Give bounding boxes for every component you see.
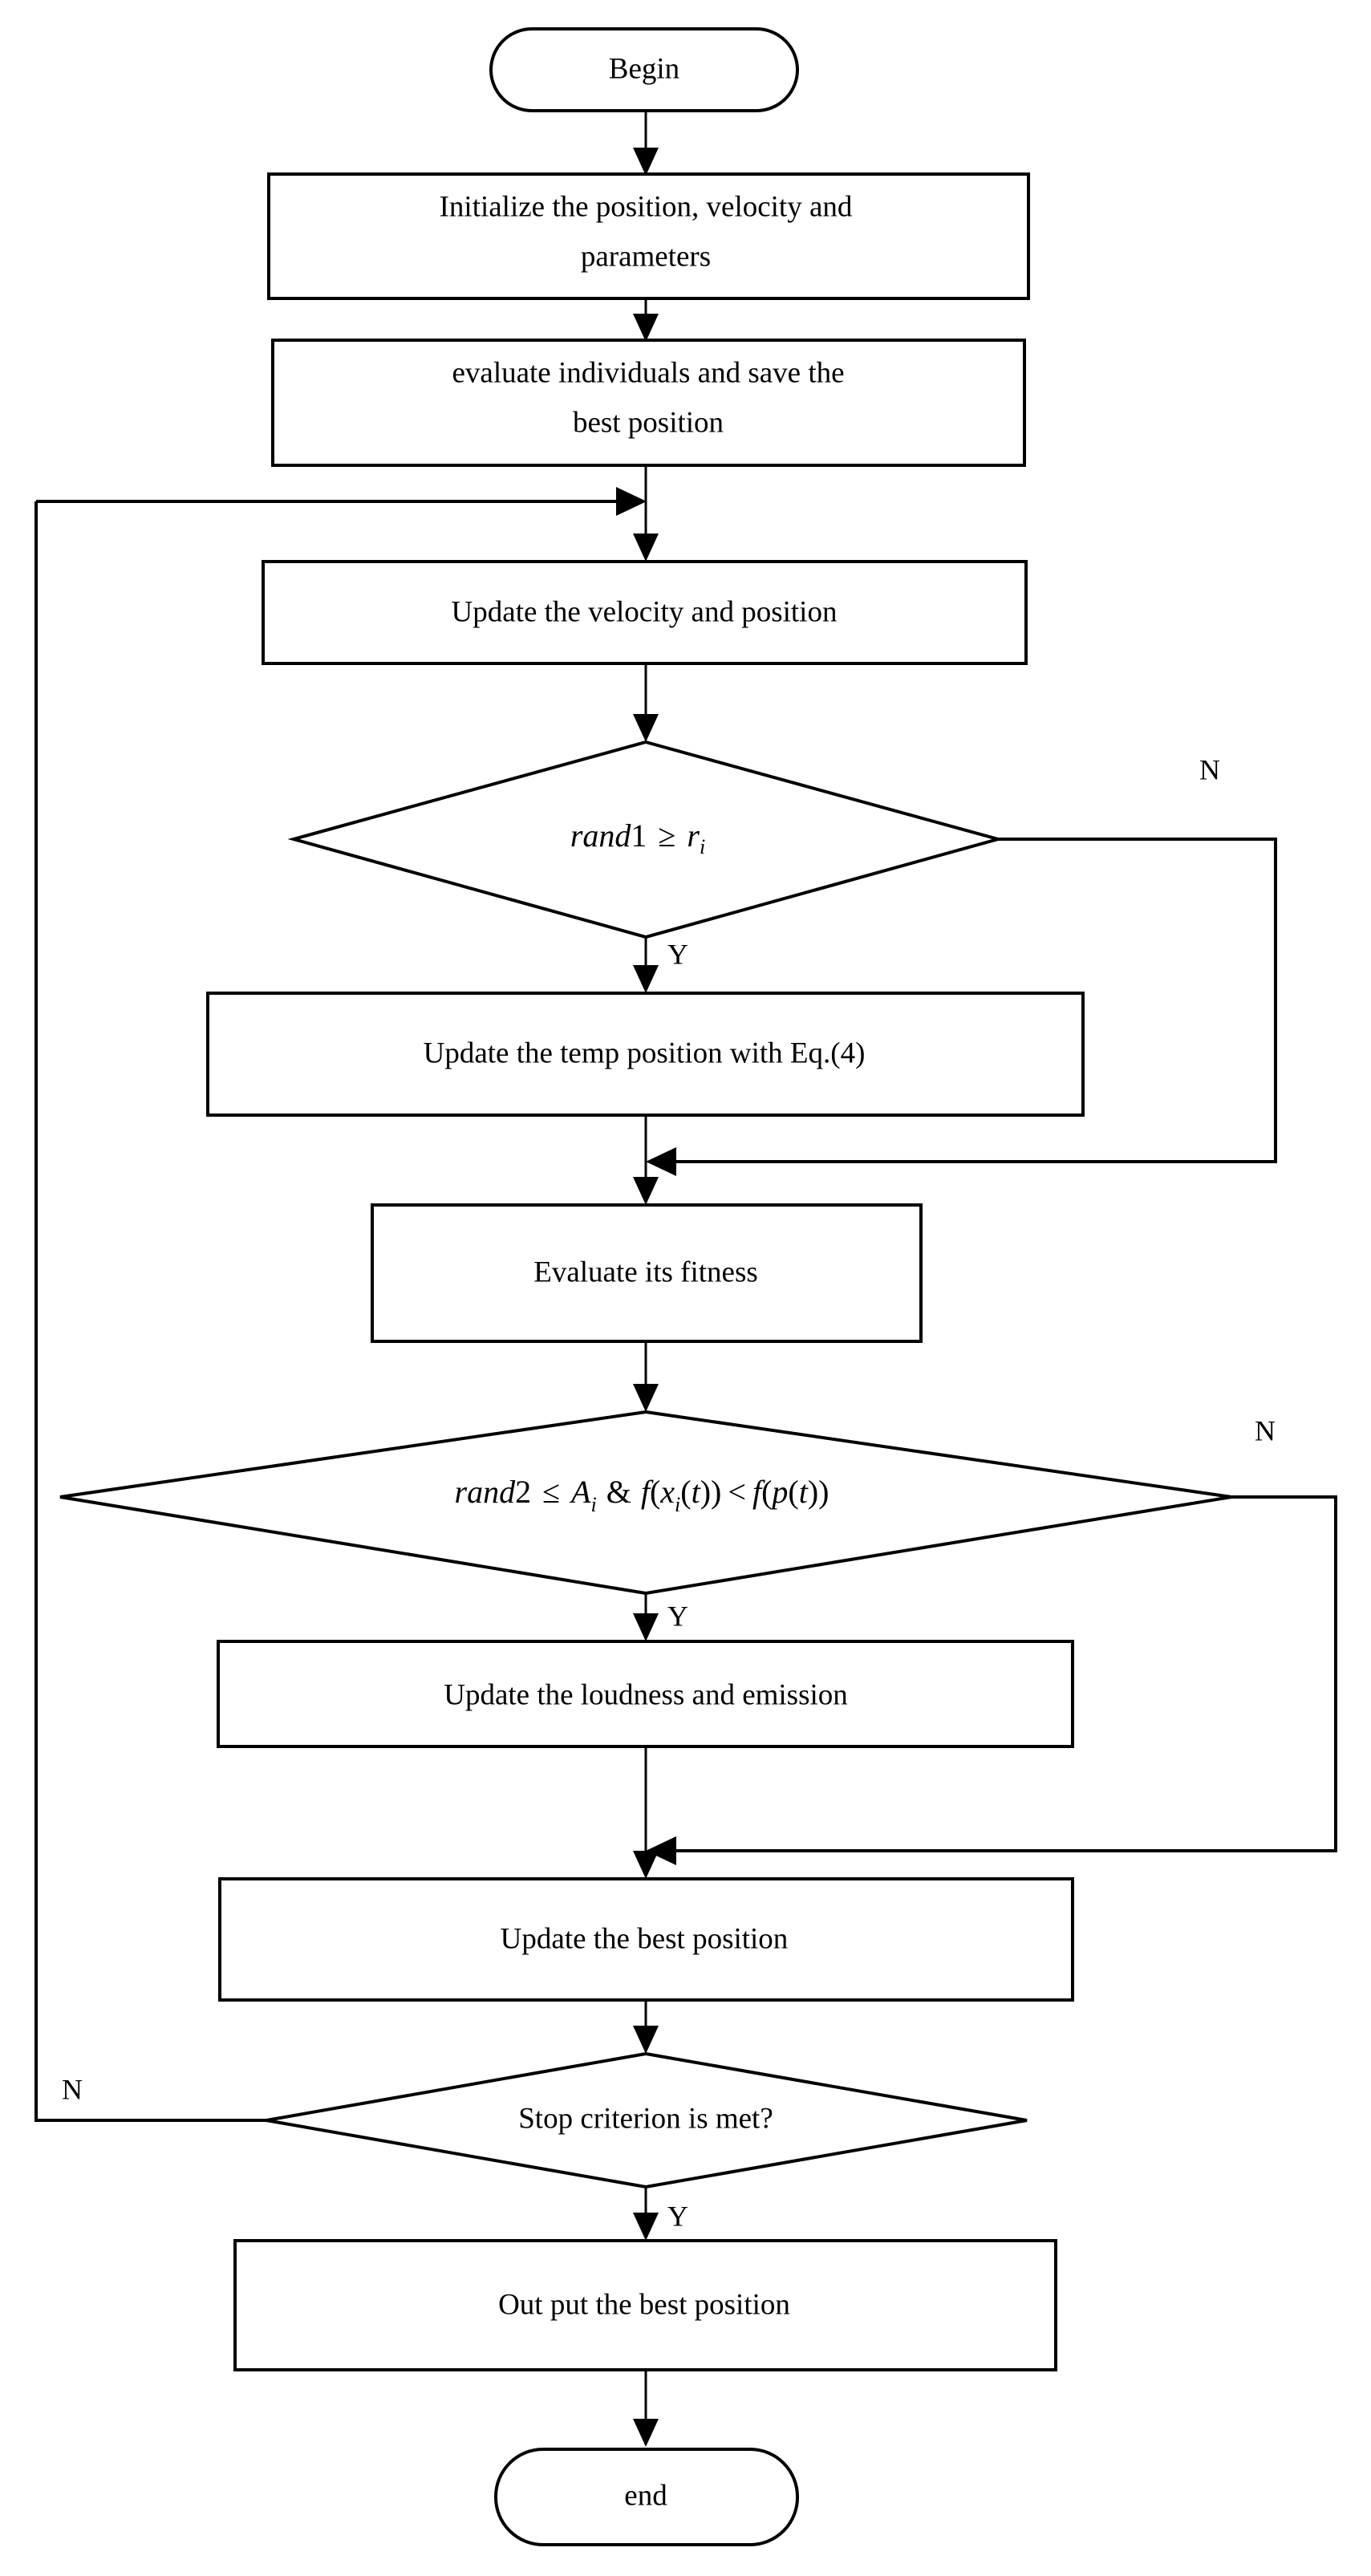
node-decision-stop-criterion[interactable]: Stop criterion is met? [266,2051,1028,2189]
node-decision-rand1[interactable]: rand1≥ri [287,740,1004,939]
node-decision-rand2[interactable]: rand2≤Ai&f(xi(t))<f(p(t)) [59,1410,1232,1596]
branch-label-cond2-yes: Y [667,1600,688,1632]
connector-cond1-yes-branch [633,937,659,993]
node-end-label: end [624,2479,667,2512]
node-output-best-position-label: Out put the best position [498,2288,790,2321]
node-update-temp-position-label: Update the temp position with Eq.(4) [424,1036,866,1069]
node-decision-rand1-formula: rand1≥ri [570,817,705,858]
node-evaluate-individuals-label-line2: best position [573,406,724,439]
connector-updatebest-to-cond3 [633,2000,659,2054]
node-decision-rand2-formula: rand2≤Ai&f(xi(t))<f(p(t)) [455,1474,829,1516]
node-initialize[interactable]: Initialize the position, velocity and pa… [267,172,1030,300]
branch-label-cond1-yes: Y [667,938,688,970]
node-evaluate-its-fitness-label: Evaluate its fitness [533,1256,758,1288]
node-update-temp-position[interactable]: Update the temp position with Eq.(4) [206,992,1085,1117]
connector-begin-to-init [633,111,659,176]
node-evaluate-its-fitness[interactable]: Evaluate its fitness [371,1203,923,1343]
connector-loopback-into-spine [36,487,647,516]
branch-label-cond1-no: N [1199,753,1220,785]
connector-cond3-yes-branch [633,2187,659,2241]
branch-label-cond2-no: N [1255,1414,1276,1446]
node-decision-stop-criterion-label: Stop criterion is met? [518,2102,773,2135]
node-evaluate-individuals[interactable]: evaluate individuals and save the best p… [271,339,1026,467]
connector-updatetemp-to-evalfit [633,1115,659,1205]
node-update-velocity-position-label: Update the velocity and position [452,595,838,628]
connector-init-to-evaluate [633,298,659,342]
node-end[interactable]: end [494,2448,799,2546]
connector-updateloud-to-updatebest [633,1746,659,1879]
node-update-best-position[interactable]: Update the best position [218,1877,1074,2002]
node-initialize-label-line1: Initialize the position, velocity and [440,190,853,223]
node-evaluate-individuals-label-line1: evaluate individuals and save the [452,356,844,389]
node-begin-label: Begin [609,52,679,85]
connector-cond1-no-branch [646,838,1277,1176]
node-update-loudness-emission-label: Update the loudness and emission [444,1678,848,1711]
connector-cond2-no-branch [646,1495,1337,1865]
node-update-loudness-emission[interactable]: Update the loudness and emission [217,1640,1074,1748]
node-output-best-position[interactable]: Out put the best position [233,2239,1057,2371]
node-update-best-position-label: Update the best position [501,1922,789,1955]
connector-output-to-end [633,2370,659,2447]
node-update-velocity-position[interactable]: Update the velocity and position [262,560,1028,665]
connector-cond2-yes-branch [633,1593,659,1641]
branch-label-cond3-no: N [62,2073,83,2105]
node-begin[interactable]: Begin [489,27,799,112]
connector-updatevp-to-cond1 [633,663,659,742]
branch-label-cond3-yes: Y [667,2200,688,2232]
connector-evalfit-to-cond2 [633,1341,659,1412]
connector-evaluate-to-update-vp [633,465,659,562]
node-initialize-label-line2: parameters [581,240,711,273]
